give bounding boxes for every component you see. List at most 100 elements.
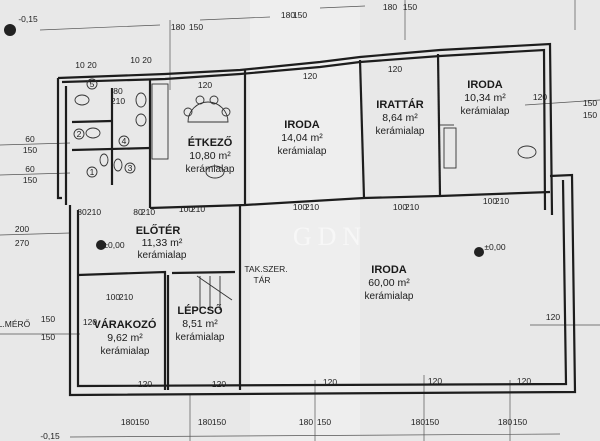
dimension-label: VÁRAKOZÓ (94, 318, 157, 331)
dimension-label: 150 (583, 110, 597, 120)
dimension-label: 150 (293, 10, 307, 20)
dimension-label: 120 (303, 71, 317, 81)
room-iroda-1404: IRODA 14,04 m² kerámialap (278, 119, 327, 157)
dimension-label: 120 (428, 376, 442, 386)
dimension-label: kerámialap (278, 146, 327, 157)
dimension-label: kerámialap (101, 346, 150, 357)
level-marker-icon (96, 240, 106, 250)
dimension-label: 150 (23, 175, 37, 185)
toilet-icon (135, 113, 147, 127)
tak-szer-label: TAK.SZER. (244, 264, 287, 274)
room-lepcso: LÉPCSŐ 8,51 m² kerámialap (176, 304, 225, 343)
dimension-label: 60 (25, 134, 35, 144)
dimension-label: 100 (393, 202, 407, 212)
exterior-walls (56, 42, 577, 397)
dimension-label: 80 (77, 207, 87, 217)
dimension-label: ELŐTÉR (136, 224, 181, 237)
toilet-icon (135, 92, 147, 108)
dimension-label: 20 (142, 55, 152, 65)
dimension-label: 120 (138, 379, 152, 389)
dimension-label: 210 (191, 204, 205, 214)
level-label: -0,15 (40, 431, 60, 441)
level-label: ±0,00 (484, 242, 505, 252)
dimension-label: 20 (87, 60, 97, 70)
interior-walls (71, 53, 551, 390)
room-varakozo: VÁRAKOZÓ 9,62 m² kerámialap (94, 318, 157, 357)
dimension-label: 210 (305, 202, 319, 212)
dimension-label: 270 (15, 238, 29, 248)
dimension-label: 11,33 m² (142, 237, 183, 249)
dimension-label: 150 (189, 22, 203, 32)
kitchen-counter-icon (151, 83, 169, 160)
wc-numbers: 5 2 4 1 3 (73, 78, 136, 178)
dimension-label: 180 (171, 22, 185, 32)
dimension-label: 100 (179, 204, 193, 214)
watermark: GDN (293, 222, 367, 251)
dimension-label: 150 (583, 98, 597, 108)
dimension-label: 10,80 m² (189, 150, 231, 162)
dimension-label: 9,62 m² (107, 332, 143, 344)
dimension-label: ÉTKEZŐ (188, 136, 233, 149)
dimension-labels: 120 120 120 120 120 120 120 120 120 120 … (15, 2, 597, 427)
dimension-label: 150 (41, 314, 55, 324)
dimension-label: 60 (25, 164, 35, 174)
wc-number-2: 2 (77, 129, 82, 139)
dimension-label: 180 (281, 10, 295, 20)
dimension-label: 150 (513, 417, 527, 427)
dimension-label: 100 (483, 196, 497, 206)
level-label: ±0,00 (103, 240, 124, 250)
dimension-label: 120 (533, 92, 547, 102)
room-irattar: IRATTÁR 8,64 m² kerámialap (376, 98, 425, 137)
sink-icon (517, 145, 537, 159)
dimension-label: kerámialap (186, 164, 235, 175)
toilet-icon (99, 153, 109, 167)
dimension-label: kerámialap (176, 332, 225, 343)
dimension-label: 60,00 m² (368, 277, 410, 289)
dimension-label: 8,51 m² (182, 318, 218, 330)
room-iroda-6000: IRODA 60,00 m² kerámialap (365, 264, 414, 302)
wc-number-1: 1 (90, 167, 95, 177)
dimension-label: 150 (23, 145, 37, 155)
toilet-icon (85, 127, 101, 139)
dimension-label: 180 (383, 2, 397, 12)
dimension-label: kerámialap (365, 291, 414, 302)
dimension-label: 150 (317, 417, 331, 427)
l-mero-label: L.MÉRŐ (0, 319, 31, 329)
dimension-label: 210 (111, 96, 125, 106)
dimension-label: 8,64 m² (382, 112, 418, 124)
dimension-label: 180 (121, 417, 135, 427)
dimension-label: 150 (425, 417, 439, 427)
dimension-label: LÉPCSŐ (177, 304, 223, 317)
dimension-label: 210 (405, 202, 419, 212)
dimension-label: 150 (135, 417, 149, 427)
dimension-label: IRODA (467, 79, 503, 91)
paper-highlight (250, 0, 360, 441)
room-eloter: ELŐTÉR 11,33 m² kerámialap (136, 224, 187, 261)
wc-number-5: 5 (90, 79, 95, 89)
room-iroda-1034: IRODA 10,34 m² kerámialap (461, 79, 510, 117)
dimension-label: IRODA (371, 264, 407, 276)
dimension-label: 180 (411, 417, 425, 427)
dimension-label: kerámialap (138, 250, 187, 261)
dimension-label: kerámialap (461, 106, 510, 117)
dimension-label: IRATTÁR (376, 98, 424, 111)
dimension-label: kerámialap (376, 126, 425, 137)
toilet-icon (113, 158, 123, 172)
dimension-label: 80 (133, 207, 143, 217)
dimension-label: 150 (403, 2, 417, 12)
fixtures (74, 83, 537, 310)
dimension-label: 150 (212, 417, 226, 427)
room-etkezo: ÉTKEZŐ 10,80 m² kerámialap (186, 136, 235, 175)
level-label: -0,15 (18, 14, 38, 24)
dimension-label: 10 (75, 60, 85, 70)
dimension-label: 180 (299, 417, 313, 427)
dimension-label: 120 (212, 379, 226, 389)
level-marker-icon (474, 247, 484, 257)
dimension-label: 120 (83, 317, 97, 327)
dimension-label: 120 (388, 64, 402, 74)
annotations: TAK.SZER. TÁR L.MÉRŐ ±0,00 ±0,00 -0,15 -… (0, 14, 506, 441)
staircase-icon (196, 275, 233, 310)
dimension-label: 14,04 m² (281, 132, 323, 144)
dimension-label: 10 (130, 55, 140, 65)
